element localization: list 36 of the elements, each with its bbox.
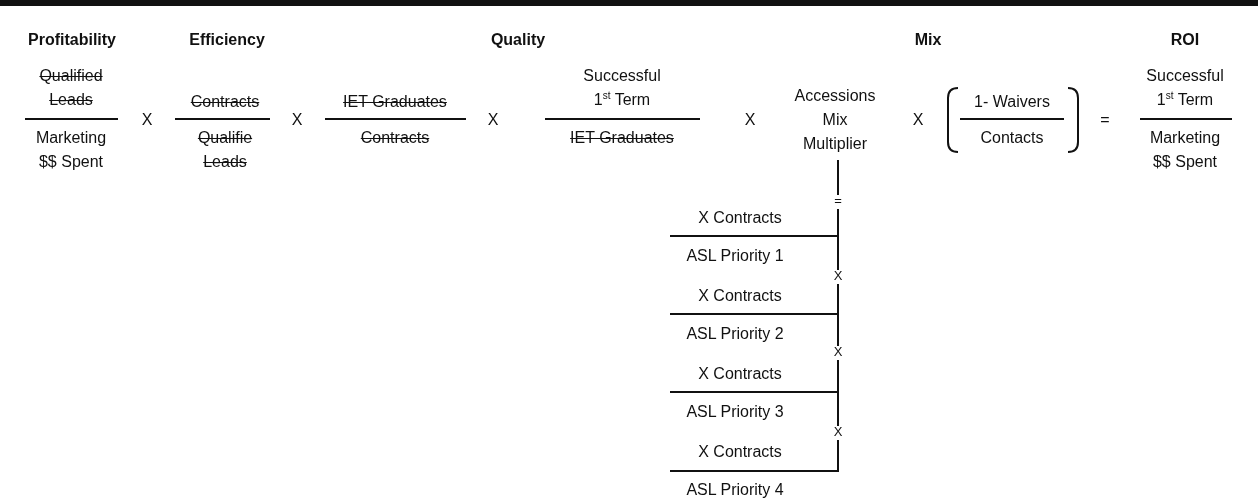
numerator-term: X Contracts	[697, 364, 783, 384]
column-heading: Quality	[489, 30, 547, 50]
denominator-term: IET Graduates	[569, 128, 675, 148]
multiply-sign: X	[832, 345, 844, 359]
multiply-sign: X	[911, 110, 925, 130]
denominator-term: ASL Priority 2	[685, 324, 785, 344]
column-heading: Profitability	[27, 30, 117, 50]
numerator-term: 1- Waivers	[973, 92, 1051, 112]
multiply-sign: X	[832, 269, 844, 283]
denominator-term: ASL Priority 3	[685, 402, 785, 422]
column-heading: ROI	[1169, 30, 1201, 50]
numerator-term: Contracts	[189, 92, 261, 112]
multiply-sign: X	[743, 110, 757, 130]
numerator-term: Successful 1$^{st}$ Term	[582, 66, 662, 110]
numerator-term: Successful 1$^{st}$ Term	[1145, 66, 1225, 110]
equals-sign: =	[833, 194, 843, 208]
numerator-term: X Contracts	[697, 442, 783, 462]
multiply-sign: X	[832, 425, 844, 439]
equals-sign: =	[1099, 110, 1111, 130]
denominator-term: Contracts	[359, 128, 431, 148]
numerator-term: X Contracts	[697, 286, 783, 306]
multiply-sign: X	[486, 110, 500, 130]
numerator-term: X Contracts	[697, 208, 783, 228]
denominator-term: Qualifie Leads	[196, 128, 254, 172]
column-heading: Efficiency	[188, 30, 266, 50]
numerator-term: IET Graduates	[342, 92, 448, 112]
multiplier-term: Accessions Mix Multiplier	[793, 86, 877, 154]
denominator-term: ASL Priority 4	[685, 480, 785, 500]
denominator-term: Marketing $$ Spent	[34, 128, 108, 172]
denominator-term: Marketing $$ Spent	[1148, 128, 1222, 172]
multiply-sign: X	[290, 110, 304, 130]
multiply-sign: X	[140, 110, 154, 130]
numerator-term: Qualified Leads	[38, 66, 104, 110]
denominator-term: ASL Priority 1	[685, 246, 785, 266]
column-heading: Mix	[913, 30, 943, 50]
denominator-term: Contacts	[979, 128, 1045, 148]
